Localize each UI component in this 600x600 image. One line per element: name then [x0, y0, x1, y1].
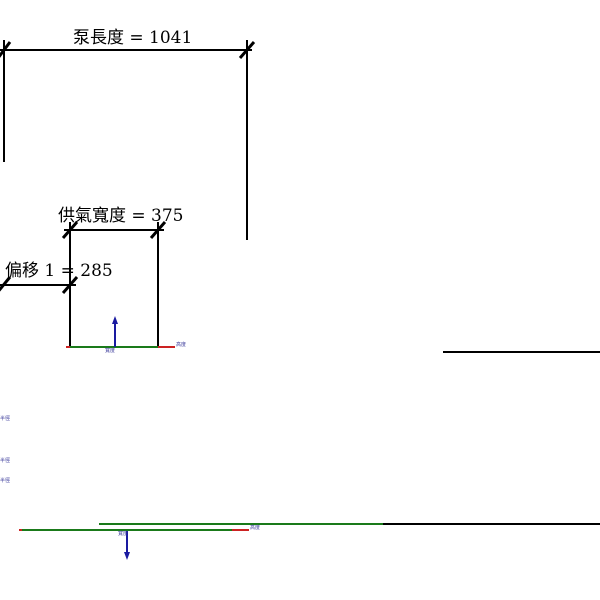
- ref-label-height: 高度: [176, 341, 186, 348]
- dimension-offset1[interactable]: 偏移 1 = 285: [0, 261, 113, 294]
- ref-label-width: 寬度: [105, 347, 115, 354]
- dimension-air-width[interactable]: 供氣寬度 = 375: [58, 206, 184, 347]
- dimension-pump-length[interactable]: 泵長度 = 1041: [0, 28, 256, 240]
- arrow-down-icon[interactable]: [124, 552, 130, 560]
- dimension-label[interactable]: 供氣寬度 = 375: [58, 206, 184, 226]
- ref-label-radius: 半徑: [0, 415, 10, 422]
- dimension-label[interactable]: 偏移 1 = 285: [5, 261, 113, 281]
- reference-plane-upper[interactable]: 寬度 高度: [66, 316, 186, 354]
- ref-label-height: 高度: [250, 524, 260, 531]
- dimension-label[interactable]: 泵長度 = 1041: [73, 28, 192, 48]
- reference-plane-lower[interactable]: 高度 寬度: [19, 523, 600, 560]
- arrow-up-icon[interactable]: [112, 316, 118, 324]
- ref-label-width: 寬度: [118, 530, 128, 537]
- ref-label-radius: 半徑: [0, 457, 10, 464]
- ref-label-radius: 半徑: [0, 477, 10, 484]
